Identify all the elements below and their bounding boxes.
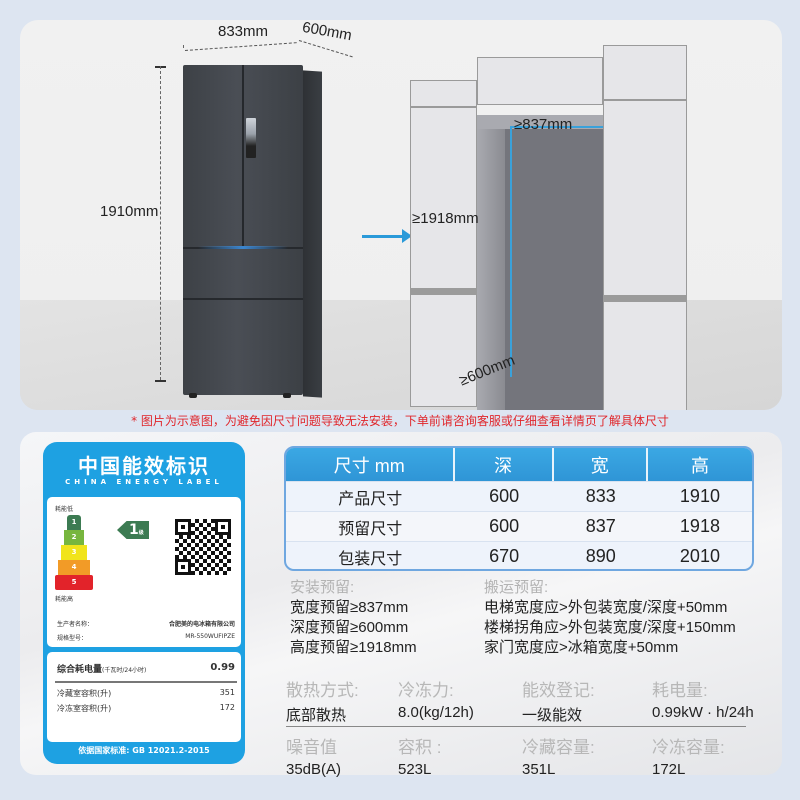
- energy-standard: 依据国家标准: GB 12021.2-2015: [78, 746, 210, 755]
- grade-bar-5: 5: [55, 575, 93, 590]
- niche-width-label: ≥837mm: [514, 116, 573, 133]
- depth-label: 600mm: [300, 20, 354, 45]
- cell-depth: 600: [489, 516, 520, 536]
- height-label: 1910mm: [100, 201, 159, 222]
- manufacturer-row: 生产者名称：合肥美的电冰箱有限公司: [57, 621, 235, 628]
- table-header: 尺寸 mm 深 宽 高: [286, 448, 752, 481]
- grade-bar-2: 2: [64, 530, 84, 545]
- width-tick: [183, 45, 184, 48]
- model-row: 规格型号：MR-550WUFIPZE: [57, 633, 235, 642]
- cell-width: 837: [585, 516, 616, 536]
- install-item: 宽度预留≥837mm: [290, 599, 409, 616]
- height-tick-bottom: [155, 380, 166, 382]
- consumption-row: 综合耗电量(千瓦时/24小时) 0.99: [57, 662, 235, 675]
- transport-title: 搬运预留:: [484, 579, 549, 596]
- install-item: 高度预留≥1918mm: [290, 639, 417, 656]
- arrow-right-icon: [362, 229, 412, 243]
- table-row: 预留尺寸 600 837 1918: [286, 511, 752, 541]
- cell-height: 1910: [679, 486, 720, 506]
- cabinet-niche-illustration: [410, 45, 687, 410]
- transport-item: 家门宽度应>冰箱宽度+50mm: [484, 639, 679, 656]
- divider: [286, 726, 746, 727]
- spec-freezer-capacity: 冷冻容量:172L: [652, 738, 725, 778]
- spec-cooling: 散热方式:底部散热: [286, 681, 359, 724]
- energy-label-title: 中国能效标识: [78, 454, 210, 478]
- refrigerator-image: [183, 53, 323, 398]
- install-item: 深度预留≥600mm: [290, 619, 409, 636]
- fridge-volume-row: 冷藏室容积(升)351: [57, 688, 235, 698]
- row-label: 预留尺寸: [338, 520, 403, 538]
- energy-label-subtitle: CHINA ENERGY LABEL: [65, 478, 223, 486]
- spec-power: 耗电量:0.99kW · h/24h: [652, 681, 754, 721]
- transport-item: 楼梯拐角应>外包装宽度/深度+150mm: [484, 619, 736, 636]
- cell-depth: 600: [489, 486, 520, 506]
- control-panel: [246, 118, 256, 158]
- china-energy-label: 中国能效标识 CHINA ENERGY LABEL 耗能低 1 2 3 4 5 …: [43, 442, 245, 764]
- transport-item: 电梯宽度应>外包装宽度/深度+50mm: [484, 599, 728, 616]
- cell-height: 2010: [679, 546, 720, 566]
- header-depth: 深: [455, 448, 554, 481]
- install-notes: 安装预留: 宽度预留≥837mm 深度预留≥600mm 高度预留≥1918mm: [290, 578, 417, 658]
- install-title: 安装预留:: [290, 579, 355, 596]
- header-width: 宽: [554, 448, 648, 481]
- spec-fridge-capacity: 冷藏容量:351L: [522, 738, 595, 778]
- freezer-volume-row: 冷冻室容积(升)172: [57, 703, 235, 713]
- table-row: 包装尺寸 670 890 2010: [286, 541, 752, 569]
- cell-height: 1918: [679, 516, 720, 536]
- product-scene: 1910mm 833mm 600mm ≥837mm ≥1918mm ≥600mm: [20, 20, 782, 410]
- header-size: 尺寸 mm: [286, 448, 455, 481]
- current-grade-badge: 1级: [117, 521, 149, 539]
- grade-bar-1: 1: [67, 515, 81, 530]
- height-dimension-line: [160, 66, 161, 380]
- table-row: 产品尺寸 600 833 1910: [286, 481, 752, 511]
- spec-freezing: 冷冻力:8.0(kg/12h): [398, 681, 474, 721]
- spec-energy-grade: 能效登记:一级能效: [522, 681, 595, 724]
- width-label: 833mm: [218, 23, 269, 40]
- high-consumption-label: 耗能高: [55, 596, 74, 603]
- width-dimension-line: [184, 42, 297, 51]
- low-consumption-label: 耗能低: [55, 506, 74, 513]
- cell-width: 890: [585, 546, 616, 566]
- transport-notes: 搬运预留: 电梯宽度应>外包装宽度/深度+50mm 楼梯拐角应>外包装宽度/深度…: [484, 578, 736, 658]
- grade-bar-3: 3: [61, 545, 87, 560]
- row-label: 产品尺寸: [338, 490, 403, 508]
- spec-volume: 容积 :523L: [398, 738, 442, 778]
- cell-width: 833: [585, 486, 616, 506]
- header-height: 高: [690, 455, 709, 476]
- dimension-table: 尺寸 mm 深 宽 高 产品尺寸 600 833 1910 预留尺寸 600 8…: [284, 446, 754, 571]
- row-label: 包装尺寸: [338, 550, 403, 568]
- cell-depth: 670: [489, 546, 520, 566]
- qr-code: [175, 519, 231, 575]
- disclaimer-text: * 图片为示意图，为避免因尺寸问题导致无法安装，下单前请咨询客服或仔细查看详情页…: [131, 414, 669, 428]
- niche-height-label: ≥1918mm: [412, 210, 479, 227]
- grade-bar-4: 4: [58, 560, 90, 575]
